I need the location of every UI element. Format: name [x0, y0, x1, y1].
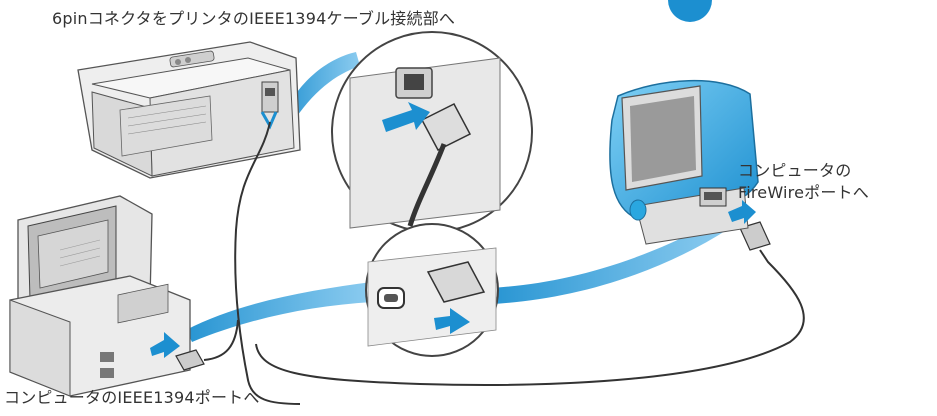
corner-circle-decoration — [668, 0, 712, 22]
mac-zoom-swoosh — [490, 216, 730, 304]
mac-port-label: コンピュータの FireWireポートへ — [738, 160, 869, 204]
pc-cable — [203, 319, 239, 361]
printer-port-zoom — [331, 31, 533, 233]
pc-port-label: コンピュータのIEEE1394ポートへ — [4, 388, 260, 407]
mac-cable-plug — [739, 221, 771, 251]
mac-port-label-line2: FireWireポートへ — [738, 183, 869, 202]
imac-illustration — [609, 80, 759, 245]
printer-zoom-swoosh — [282, 52, 360, 124]
printer-cable — [234, 121, 301, 405]
mac-port-label-line1: コンピュータの — [738, 161, 852, 180]
firewire-cable — [255, 249, 805, 386]
printer-port-label: 6pinコネクタをプリンタのIEEE1394ケーブル接続部へ — [52, 9, 456, 28]
pc-illustration — [9, 195, 191, 397]
printer-illustration — [77, 41, 301, 179]
pc-zoom-swoosh — [186, 282, 372, 342]
pc-port-zoom — [365, 223, 499, 357]
pc-cable-plug — [175, 349, 205, 371]
